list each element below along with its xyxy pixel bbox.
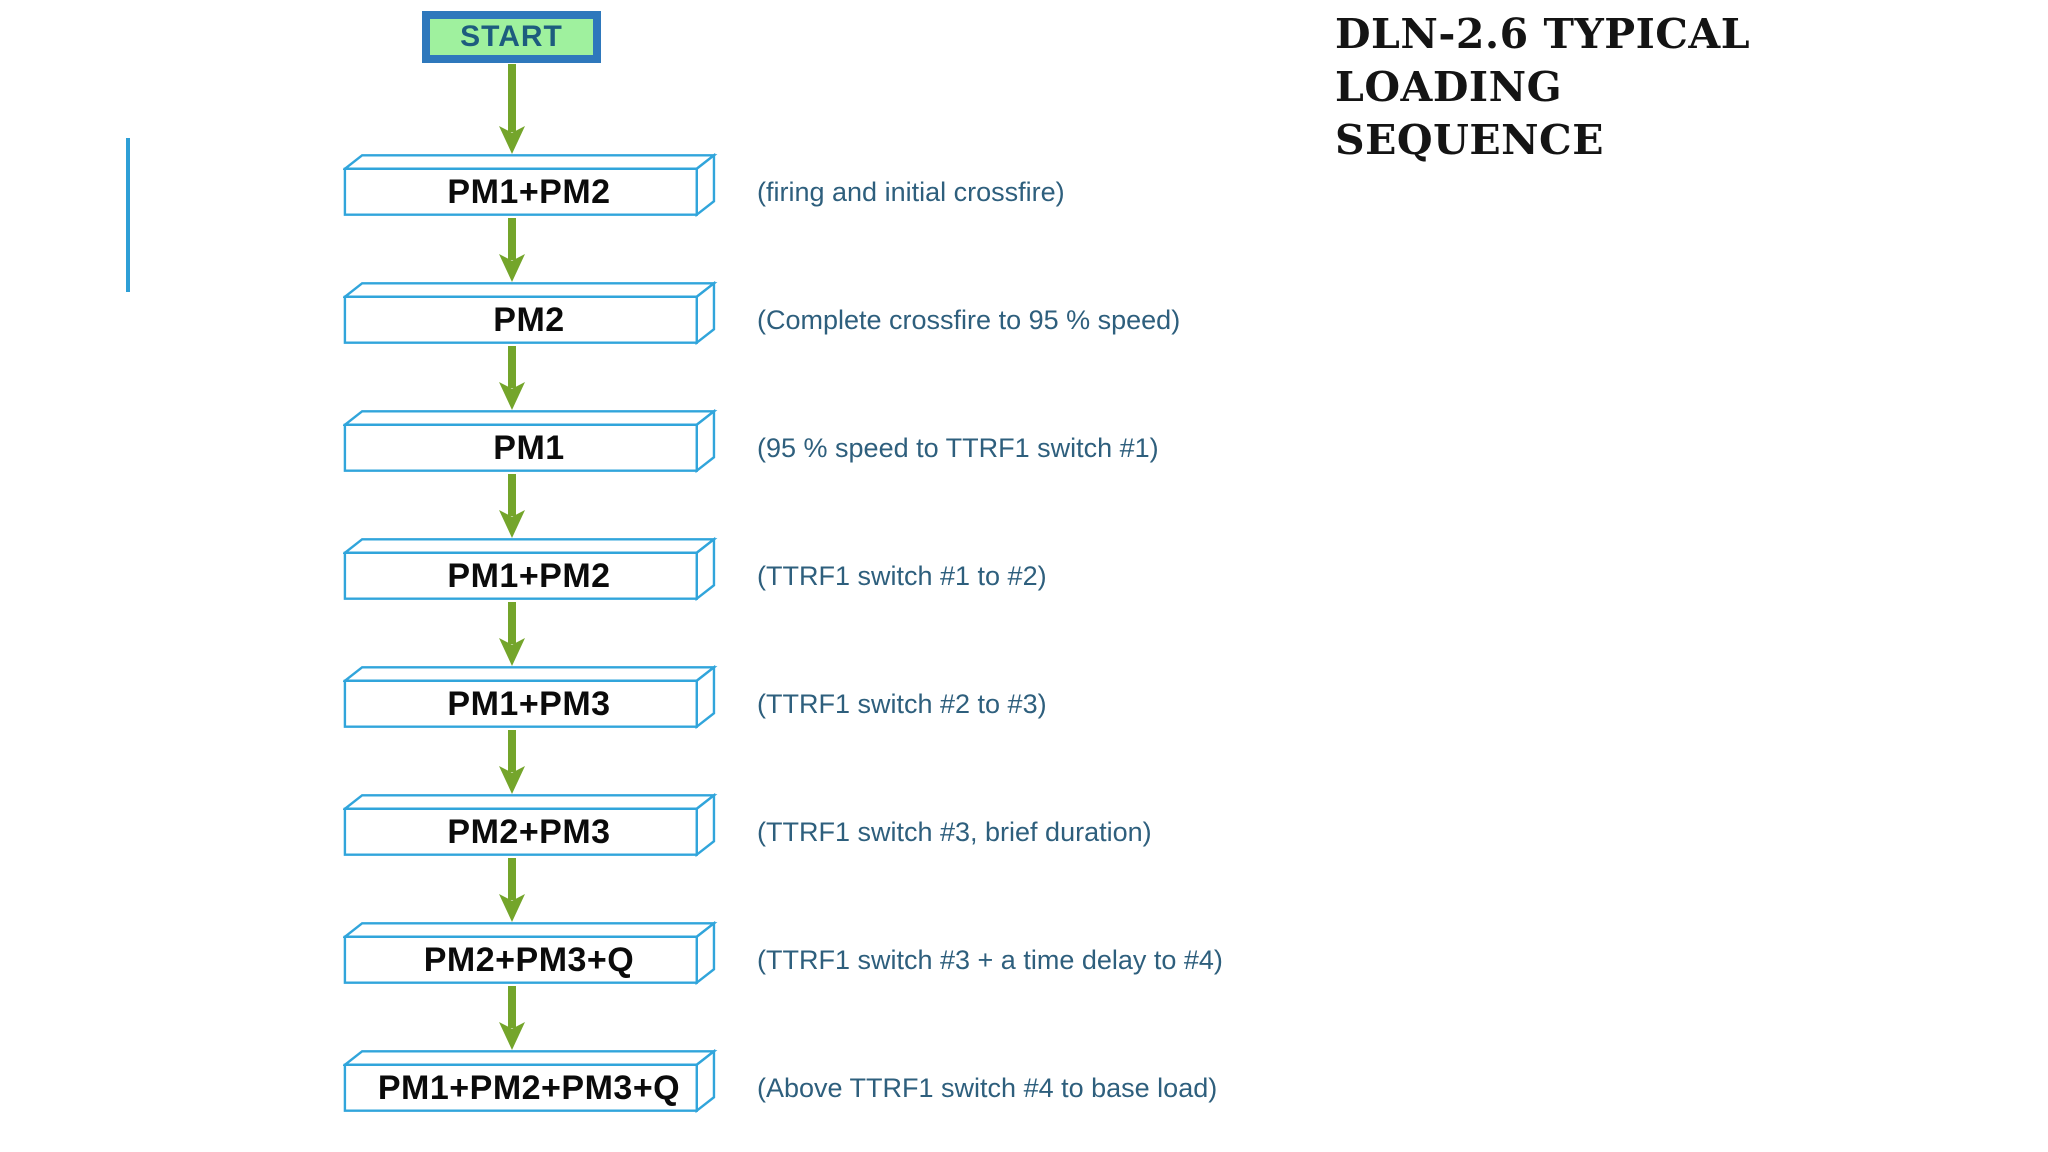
- step-note: (TTRF1 switch #2 to #3): [757, 688, 1047, 719]
- flow-arrow: [499, 346, 525, 410]
- step-box-shape: [343, 408, 718, 474]
- arrow-shaft: [508, 730, 516, 772]
- step-box-label: PM1+PM2: [447, 556, 611, 595]
- arrow-shaft: [508, 986, 516, 1028]
- step-box-label: PM1+PM3: [447, 684, 611, 723]
- title-line: DLN-2.6 TYPICAL: [1335, 10, 1751, 58]
- arrow-shaft: [508, 602, 516, 644]
- flow-arrow: [499, 218, 525, 282]
- slide-title: DLN-2.6 TYPICAL LOADING SEQUENCE: [1335, 8, 1895, 167]
- step-box-label: PM1: [493, 428, 565, 467]
- step-box-shape: [343, 1048, 718, 1114]
- step-box-label: PM1+PM2: [447, 172, 611, 211]
- step-note: (95 % speed to TTRF1 switch #1): [757, 432, 1159, 463]
- flow-arrow: [499, 64, 525, 154]
- accent-line: [126, 138, 130, 292]
- step-box-label: PM1+PM2+PM3+Q: [377, 1068, 681, 1107]
- flow-arrow: [499, 858, 525, 922]
- arrow-shaft: [508, 346, 516, 388]
- step-note: (TTRF1 switch #3 + a time delay to #4): [757, 944, 1223, 975]
- step-note: (Complete crossfire to 95 % speed): [757, 304, 1181, 335]
- arrow-shaft: [508, 474, 516, 516]
- flow-arrow: [499, 602, 525, 666]
- step-box-shape: [343, 920, 718, 986]
- step-box-label: PM2+PM3: [447, 812, 611, 851]
- arrow-shaft: [508, 64, 516, 132]
- flow-step-row: PM2+PM3+Q (TTRF1 switch #3 + a time dela…: [343, 920, 1743, 986]
- step-note: (Above TTRF1 switch #4 to base load): [757, 1072, 1218, 1103]
- step-box-label: PM2+PM3+Q: [423, 940, 635, 979]
- flow-step-row: PM1+PM2+PM3+Q (Above TTRF1 switch #4 to …: [343, 1048, 1743, 1114]
- flow-arrow: [499, 474, 525, 538]
- flow-arrow: [499, 986, 525, 1050]
- flow-step-row: PM1+PM3 (TTRF1 switch #2 to #3): [343, 664, 1743, 730]
- arrow-shaft: [508, 858, 516, 900]
- arrow-shaft: [508, 218, 516, 260]
- flow-step-row: PM2 (Complete crossfire to 95 % speed): [343, 280, 1743, 346]
- step-note: (TTRF1 switch #1 to #2): [757, 560, 1047, 591]
- title-line: LOADING: [1335, 63, 1563, 111]
- step-box-shape: [343, 792, 718, 858]
- flow-step-row: PM1+PM2 (TTRF1 switch #1 to #2): [343, 536, 1743, 602]
- step-box-shape: [343, 280, 718, 346]
- step-box-shape: [343, 664, 718, 730]
- step-note: (TTRF1 switch #3, brief duration): [757, 816, 1152, 847]
- flow-step-row: PM1 (95 % speed to TTRF1 switch #1): [343, 408, 1743, 474]
- step-box-shape: [343, 536, 718, 602]
- title-line: SEQUENCE: [1335, 116, 1604, 164]
- start-node: START: [422, 11, 601, 63]
- flow-step-row: PM1+PM2 (firing and initial crossfire): [343, 152, 1743, 218]
- start-node-label: START: [460, 20, 563, 53]
- step-note: (firing and initial crossfire): [757, 176, 1065, 207]
- step-box-label: PM2: [493, 300, 565, 339]
- flow-step-row: PM2+PM3 (TTRF1 switch #3, brief duration…: [343, 792, 1743, 858]
- flow-arrow: [499, 730, 525, 794]
- step-box-shape: [343, 152, 718, 218]
